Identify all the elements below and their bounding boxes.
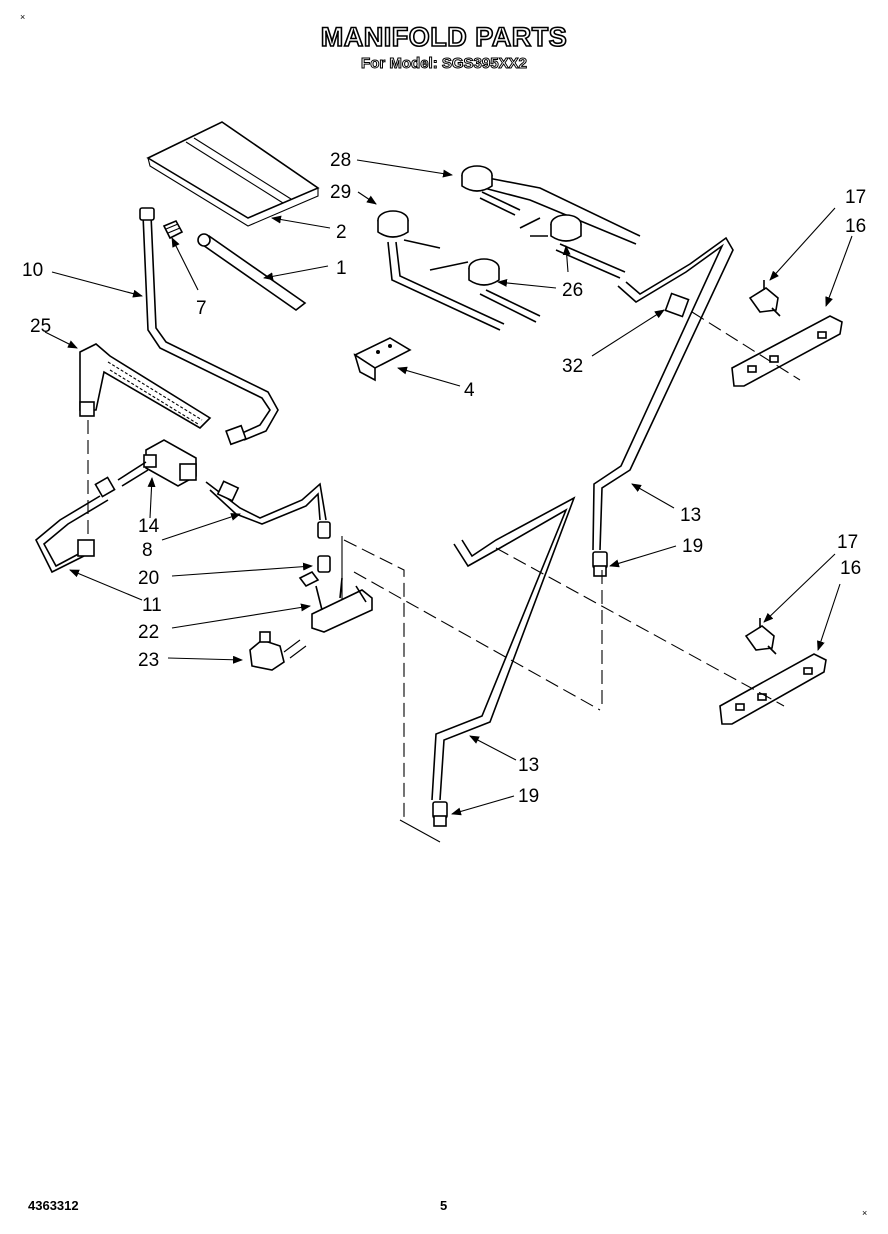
callout-20: 20 (138, 568, 159, 589)
callout-17-lower: 17 (837, 532, 858, 553)
top-burners-part (377, 165, 641, 331)
callout-22: 22 (138, 622, 159, 643)
manifold-tube-10 (139, 207, 279, 446)
callout-32: 32 (562, 356, 583, 377)
callout-16-lower: 16 (840, 558, 861, 579)
callout-4: 4 (464, 380, 475, 401)
valve-bracket-upper (731, 280, 843, 387)
model-subtitle: For Model: SGS395XX2 (361, 55, 528, 73)
callout-25: 25 (30, 316, 51, 337)
callout-26: 26 (562, 280, 583, 301)
callout-28: 28 (330, 150, 351, 171)
callout-2: 2 (336, 222, 347, 243)
callout-8: 8 (142, 540, 153, 561)
callout-19-upper: 19 (682, 536, 703, 557)
leader-lines (44, 159, 853, 816)
callout-29: 29 (330, 182, 351, 203)
callout-19-lower: 19 (518, 786, 539, 807)
bracket-part (353, 337, 412, 382)
valve-bracket-lower (719, 618, 827, 725)
tube-13-lower (431, 496, 576, 827)
callout-10: 10 (22, 260, 43, 281)
orifice-part (162, 219, 184, 240)
callout-23: 23 (138, 650, 159, 671)
tube-13-upper (592, 236, 734, 577)
burner-tube-part (197, 233, 307, 311)
callout-11: 11 (142, 595, 162, 616)
broil-burner-part (79, 343, 212, 430)
page-title: MANIFOLD PARTS (320, 21, 568, 53)
callout-1: 1 (336, 258, 347, 279)
callout-16-upper: 16 (845, 216, 866, 237)
corner-mark-top-left: × (20, 12, 26, 22)
corner-mark-bottom-right: × (862, 1208, 868, 1218)
guide-lines (87, 311, 801, 843)
callout-14: 14 (138, 516, 160, 537)
page-number: 5 (440, 1198, 448, 1213)
callout-labels: 28 29 2 1 10 7 17 16 26 25 4 32 14 8 13 … (22, 150, 866, 807)
callout-13-upper: 13 (680, 505, 701, 526)
valve-assembly (35, 439, 373, 671)
callout-13-lower: 13 (518, 755, 539, 776)
document-number: 4363312 (28, 1198, 79, 1213)
callout-17-upper: 17 (845, 187, 866, 208)
heat-shield-part (146, 121, 320, 227)
callout-7: 7 (196, 298, 207, 319)
